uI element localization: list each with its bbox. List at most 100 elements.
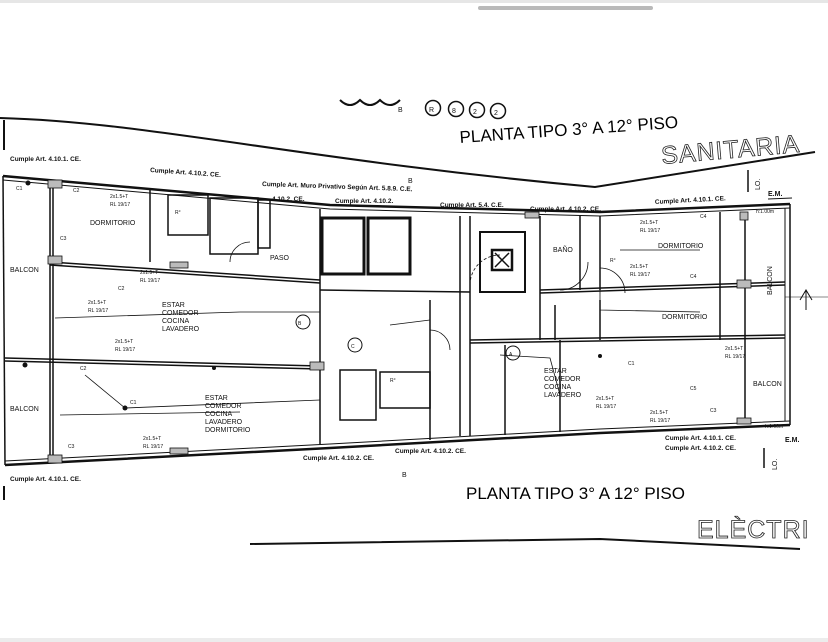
room-balcon: BALCON — [767, 266, 774, 295]
svg-text:LAVADERO: LAVADERO — [544, 392, 582, 399]
svg-text:C5: C5 — [690, 386, 697, 392]
svg-text:C1: C1 — [130, 400, 137, 406]
section-mark-bottom: B — [402, 472, 407, 479]
sheet-fold-line-bottom — [249, 537, 801, 550]
svg-text:2x1.5+T: 2x1.5+T — [115, 339, 133, 345]
svg-text:C2: C2 — [80, 366, 87, 372]
svg-text:COMEDOR: COMEDOR — [544, 376, 581, 383]
svg-text:C4: C4 — [700, 214, 707, 220]
tag-r: R — [429, 107, 434, 114]
note-bottom-mid1: Cumple Art. 4.10.2. CE. — [303, 455, 374, 462]
bottom-edge-band — [0, 638, 828, 642]
svg-text:2x1.5+T: 2x1.5+T — [725, 346, 743, 352]
level-mark-top: LO. — [755, 179, 762, 190]
note-bottom-mid2: Cumple Art. 4.10.2. CE. — [395, 448, 466, 455]
svg-text:C3: C3 — [710, 408, 717, 414]
svg-text:RL 19/17: RL 19/17 — [650, 418, 670, 424]
note-muro-sub: 4.10.2. CE. — [272, 196, 305, 203]
level-mark-bottom: LO. — [772, 459, 779, 470]
svg-text:COMEDOR: COMEDOR — [162, 310, 199, 317]
svg-text:2x1.5+T: 2x1.5+T — [640, 220, 658, 226]
svg-text:RL 19/17: RL 19/17 — [143, 444, 163, 450]
note-muro: Cumple Art. Muro Privativo Según Art. 5.… — [262, 181, 413, 193]
room-balcon: BALCON — [753, 381, 782, 388]
svg-text:C3: C3 — [60, 236, 67, 242]
svg-text:C4: C4 — [690, 274, 697, 280]
svg-text:LAVADERO: LAVADERO — [205, 419, 243, 426]
svg-text:2x1.5+T: 2x1.5+T — [140, 270, 158, 276]
svg-text:C2: C2 — [118, 286, 125, 292]
svg-text:2x1.5+T: 2x1.5+T — [143, 436, 161, 442]
note-top-mid2: Cumple Art. 4.10.2. — [335, 198, 393, 205]
room-estar-2: ESTAR COMEDOR COCINA LAVADERO DORMITORIO — [205, 395, 251, 434]
svg-text:LAVADERO: LAVADERO — [162, 326, 200, 333]
note-bottom-left: Cumple Art. 4.10.1. CE. — [10, 476, 81, 483]
svg-text:2x1.5+T: 2x1.5+T — [88, 300, 106, 306]
svg-text:C1: C1 — [628, 361, 635, 367]
svg-text:C3: C3 — [68, 444, 75, 450]
note-top-right-mid: Cumple Art. 4.10.2. CE. — [530, 206, 601, 213]
marker-a: A — [509, 352, 513, 358]
svg-text:ESTAR: ESTAR — [544, 368, 567, 375]
svg-text:COCINA: COCINA — [205, 411, 233, 418]
svg-text:RL 19/17: RL 19/17 — [140, 278, 160, 284]
tag-2b: 2 — [494, 110, 498, 117]
marker-b: B — [298, 321, 302, 327]
svg-text:2x1.5+T: 2x1.5+T — [650, 410, 668, 416]
room-bano: BAÑO — [553, 245, 573, 254]
scroll-indicator[interactable] — [478, 6, 653, 10]
em-label-top: E.M. — [768, 191, 782, 198]
svg-text:2x1.5+T: 2x1.5+T — [630, 264, 648, 270]
bottom-title: PLANTA TIPO 3° A 12° PISO — [466, 484, 685, 503]
room-balcon: BALCON — [10, 406, 39, 413]
column-hatches — [47, 179, 752, 464]
circuit-labels: C1 C2 C3 C4 C5 C1 C2 C3 C2 C4 C3 C1 — [16, 186, 717, 450]
tag-bubbles-partial — [339, 98, 401, 106]
svg-text:COMEDOR: COMEDOR — [205, 403, 242, 410]
svg-text:DORMITORIO: DORMITORIO — [205, 427, 251, 434]
tag-circles — [424, 99, 507, 120]
room-dormitorio: DORMITORIO — [662, 314, 708, 321]
svg-text:2x1.5+T: 2x1.5+T — [110, 194, 128, 200]
bottom-subtitle: ELÈCTRI — [697, 515, 810, 544]
outer-walls — [2, 174, 791, 467]
svg-text:C2: C2 — [73, 188, 80, 194]
svg-text:RL 19/17: RL 19/17 — [88, 308, 108, 314]
svg-text:ESTAR: ESTAR — [205, 395, 228, 402]
room-estar-3: ESTAR COMEDOR COCINA LAVADERO — [544, 368, 582, 399]
top-subtitle: SANITARIA — [660, 130, 801, 170]
svg-text:RL 19/17: RL 19/17 — [596, 404, 616, 410]
room-estar-1: ESTAR COMEDOR COCINA LAVADERO — [162, 302, 200, 333]
tag-b: B — [398, 107, 403, 114]
svg-text:2x1.5+T: 2x1.5+T — [596, 396, 614, 402]
marker-r: R° — [610, 258, 616, 264]
interior-walls — [4, 180, 786, 460]
em-label-bottom: E.M. — [785, 437, 799, 444]
room-paso: PASO — [270, 255, 289, 262]
tag-8: 8 — [452, 108, 456, 115]
svg-text:ESTAR: ESTAR — [162, 302, 185, 309]
note-bottom-right2: Cumple Art. 4.10.2. CE. — [665, 445, 736, 452]
height-label-top: h:1.00m — [756, 209, 774, 215]
svg-text:RL 19/17: RL 19/17 — [640, 228, 660, 234]
marker-c: C — [351, 344, 355, 350]
room-balcon: BALCON — [10, 267, 39, 274]
cable-notes: 2x1.5+T RL 19/17 2x1.5+T RL 19/17 2x1.5+T R… — [88, 194, 745, 450]
tag-2a: 2 — [473, 109, 477, 116]
em-underline — [767, 197, 793, 200]
height-label-bottom: h:1.00m — [765, 424, 783, 430]
svg-text:COCINA: COCINA — [162, 318, 190, 325]
svg-text:RL 19/17: RL 19/17 — [630, 272, 650, 278]
svg-text:COCINA: COCINA — [544, 384, 572, 391]
note-top-right: Cumple Art. 4.10.1. CE. — [655, 195, 726, 206]
room-dormitorio: DORMITORIO — [90, 220, 136, 227]
top-title: PLANTA TIPO 3° A 12° PISO — [459, 113, 679, 147]
marker-r: R° — [175, 210, 181, 216]
section-arrow-icon — [799, 289, 813, 310]
outlet-symbols — [22, 180, 602, 411]
note-art54: Cumple Art. 5.4. C.E. — [440, 202, 504, 209]
note-top-mid: Cumple Art. 4.10.2. CE. — [150, 167, 221, 179]
room-dormitorio: DORMITORIO — [658, 243, 704, 250]
door-swings — [229, 241, 626, 351]
